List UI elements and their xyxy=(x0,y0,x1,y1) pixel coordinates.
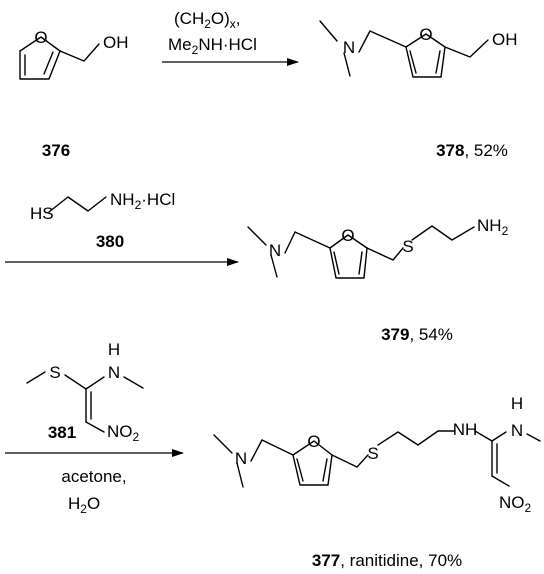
guanidine-nh-label: NH xyxy=(453,420,478,439)
compound-376-structure: O OH xyxy=(19,28,129,80)
ring-oxygen-label: O xyxy=(341,226,354,245)
step-3-solvents: acetone, H2O xyxy=(61,467,126,516)
paraformaldehyde-label: (CH2O)x, xyxy=(174,9,241,31)
sulfur-label: S xyxy=(49,363,60,382)
hydroxyl-label: OH xyxy=(492,30,518,49)
compound-380-number: 380 xyxy=(96,232,124,251)
hydroxyl-label: OH xyxy=(103,33,129,52)
compound-378-structure: N O OH xyxy=(319,20,518,78)
step-1-reagents: (CH2O)x, Me2NH·HCl xyxy=(168,9,257,57)
amine-nitrogen-label: N xyxy=(343,38,355,57)
amine-nitrogen-label: N xyxy=(235,449,247,468)
nh-nitrogen-label: N xyxy=(108,363,120,382)
sulfur-label: S xyxy=(367,444,378,463)
compound-379-structure: N O S NH2 xyxy=(247,216,509,279)
thiol-label: HS xyxy=(30,204,54,223)
sulfur-label: S xyxy=(402,237,413,256)
compound-381-number: 381 xyxy=(48,423,76,442)
amine-nitrogen-label: N xyxy=(269,241,281,260)
compound-380-structure: HS NH2·HCl xyxy=(30,190,175,223)
compound-377-caption: 377, ranitidine, 70% xyxy=(312,551,462,570)
ring-oxygen-label: O xyxy=(307,432,320,451)
nitro-label: NO2 xyxy=(107,422,140,444)
methylamine-n-label: N xyxy=(511,421,523,440)
amine-hcl-label: NH2·HCl xyxy=(110,190,175,212)
compound-376-number: 376 xyxy=(42,141,70,160)
methylamine-h-label: H xyxy=(511,394,523,413)
ring-oxygen-label: O xyxy=(34,28,47,47)
water-label: H2O xyxy=(68,494,100,516)
primary-amine-label: NH2 xyxy=(477,216,509,238)
dimethylamine-hcl-label: Me2NH·HCl xyxy=(168,35,257,57)
compound-381-structure: S H N NO2 xyxy=(26,340,144,444)
compound-377-structure: N O S NH H N NO2 xyxy=(213,394,541,515)
nitro-label: NO2 xyxy=(499,493,532,515)
ring-oxygen-label: O xyxy=(419,25,432,44)
acetone-label: acetone, xyxy=(61,467,126,486)
compound-378-caption: 378, 52% xyxy=(436,141,508,160)
compound-379-caption: 379, 54% xyxy=(381,325,453,344)
nh-hydrogen-label: H xyxy=(108,340,120,359)
